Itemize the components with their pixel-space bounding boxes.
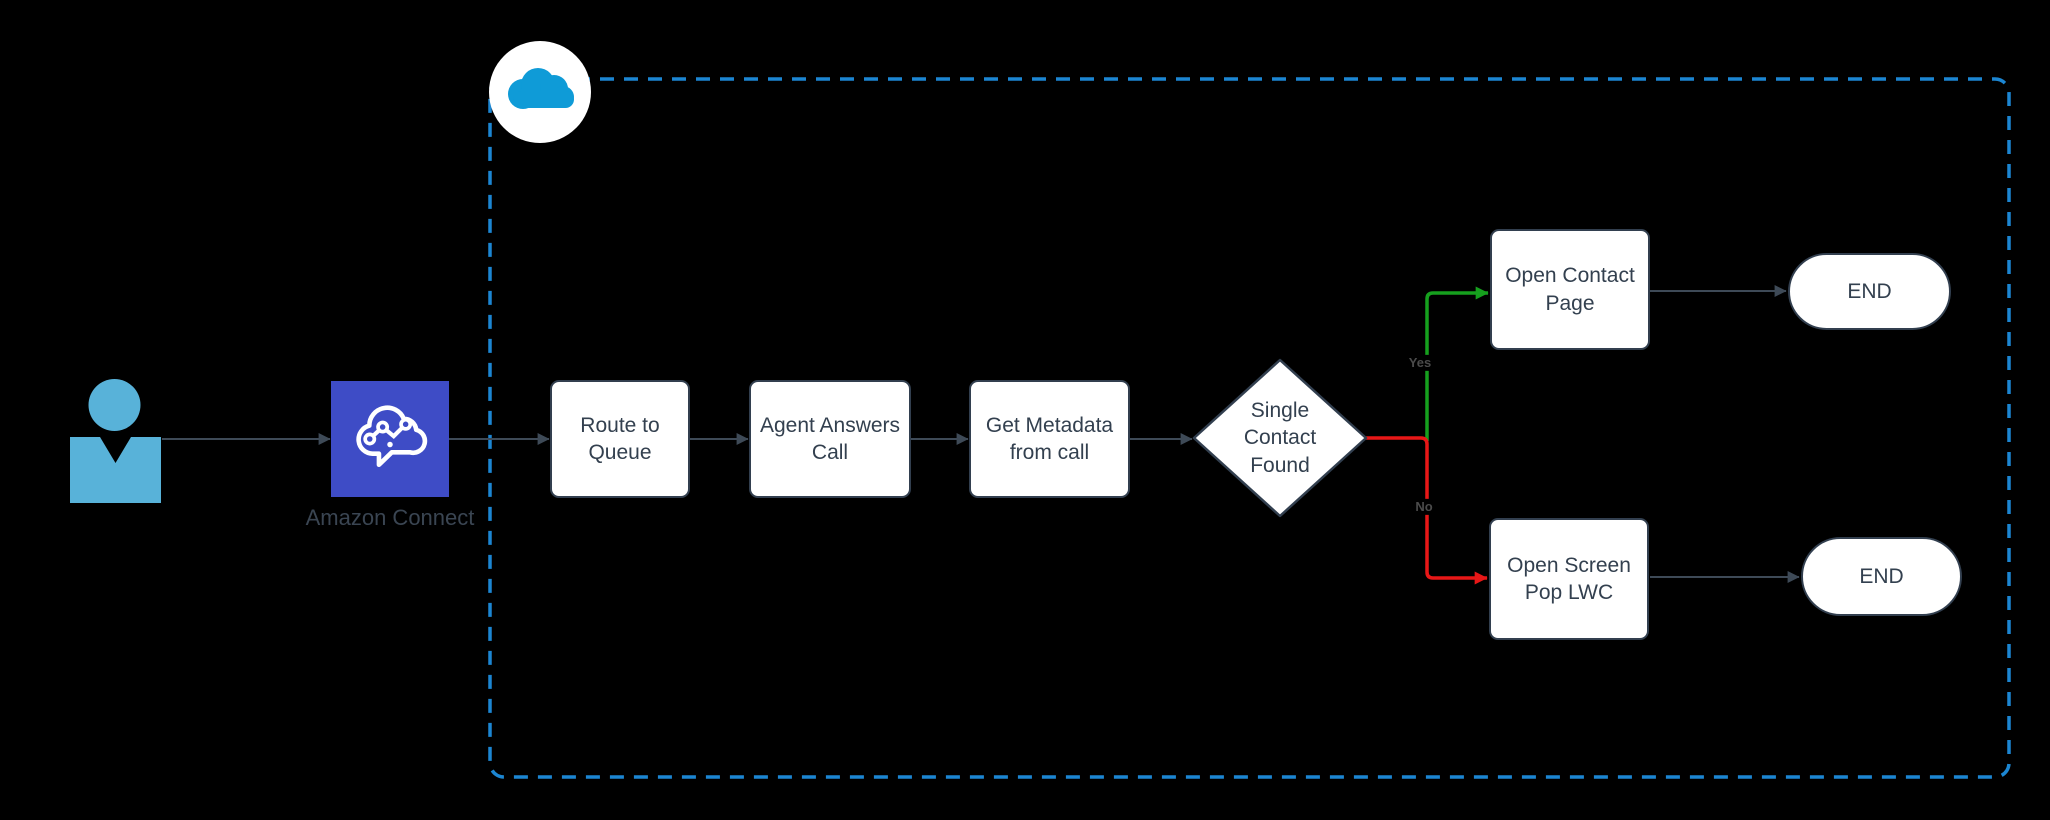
node-route-to-queue: Route to Queue	[550, 380, 690, 498]
terminator-end-top-label: END	[1847, 279, 1892, 303]
node-open-screen-pop-lwc: Open Screen Pop LWC	[1489, 518, 1649, 640]
node-agent-answers-call-label: Agent Answers Call	[759, 413, 901, 464]
node-open-contact-page: Open Contact Page	[1490, 229, 1650, 350]
salesforce-badge	[489, 41, 591, 143]
node-route-to-queue-label: Route to Queue	[580, 413, 660, 464]
decision-label: Single Contact Found	[1243, 399, 1317, 477]
node-open-contact-page-label: Open Contact Page	[1505, 264, 1635, 315]
edge-yes-to-contact-page	[1425, 286, 1489, 441]
edge-label-no: No	[1412, 498, 1436, 516]
salesforce-boundary-box	[488, 77, 2011, 779]
salesforce-cloud-icon	[508, 68, 574, 109]
amazon-connect-label: Amazon Connect	[305, 505, 475, 530]
terminator-end-top: END	[1788, 253, 1951, 330]
terminator-end-bottom-label: END	[1859, 564, 1904, 588]
node-get-metadata: Get Metadata from call	[969, 380, 1130, 498]
caller-node	[70, 379, 161, 503]
amazon-connect-node	[331, 381, 449, 497]
amazon-connect-cloud-chat-icon	[356, 405, 428, 468]
node-open-screen-pop-lwc-label: Open Screen Pop LWC	[1507, 553, 1631, 604]
node-agent-answers-call: Agent Answers Call	[749, 380, 911, 498]
node-get-metadata-label: Get Metadata from call	[985, 413, 1114, 464]
diamond-shape	[1192, 358, 1368, 518]
terminator-end-bottom: END	[1801, 537, 1962, 616]
edge-label-yes: Yes	[1405, 354, 1435, 372]
person-icon	[70, 379, 161, 503]
decision-single-contact-found: Single Contact Found	[1192, 358, 1368, 518]
